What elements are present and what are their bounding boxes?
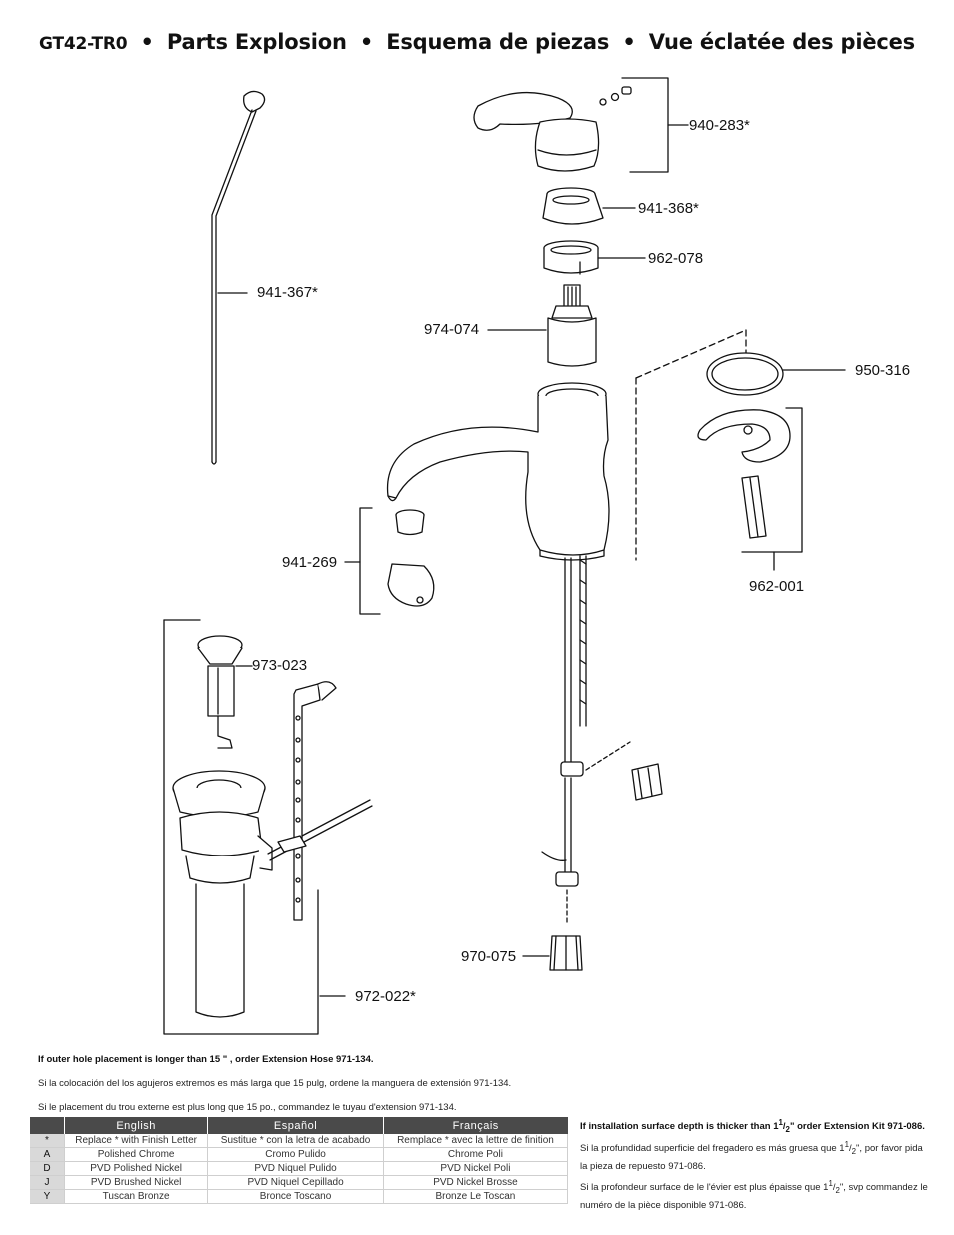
aerator-drawing [387,509,435,607]
finish-english: PVD Polished Nickel [64,1161,209,1176]
faucet-body-drawing [386,382,610,561]
finish-french: Bronze Le Toscan [383,1189,569,1204]
part-number-962-001: 962-001 [749,578,805,595]
table-row: Y Tuscan Bronze Bronce Toscano Bronze Le… [30,1189,569,1204]
finish-english: PVD Brushed Nickel [64,1175,209,1190]
finish-header-english: English [64,1117,209,1134]
fraction-denominator: 2 [785,1125,790,1135]
cartridge-drawing [547,284,597,367]
fraction-numerator: 1 [828,1179,833,1188]
fraction-numerator: 1 [844,1140,849,1149]
finish-french: PVD Nickel Brosse [383,1175,569,1190]
lift-rod-drawing [211,90,266,465]
title-separator: • [140,30,154,54]
parts-explosion-diagram [163,77,846,1035]
finish-code: A [30,1147,65,1162]
drain-body-drawing [172,770,273,1018]
finish-spanish: Sustitue * con la letra de acabado [207,1134,384,1148]
fraction-denominator: 2 [851,1147,857,1157]
finish-code-header [30,1117,65,1134]
finish-header-spanish: Español [207,1117,384,1134]
finish-spanish: PVD Niquel Cepillado [207,1175,384,1190]
finish-table: English Español Français * Replace * wit… [30,1117,569,1204]
title-english: Parts Explosion [166,30,347,54]
hose-note-french: Si le placement du trou externe est plus… [38,1102,457,1113]
title-spanish: Esquema de piezas [386,30,610,54]
supply-lines-drawing [541,555,663,971]
part-number-962-078: 962-078 [648,250,704,267]
fraction-denominator: 2 [835,1186,840,1196]
finish-spanish: PVD Niquel Pulido [207,1161,384,1176]
o-ring-drawing [706,352,784,396]
fraction-numerator: 1 [778,1118,783,1127]
depth-note-spanish-suffix: ", por favor pida la pieza de repuesto 9… [580,1143,923,1173]
finish-english: Polished Chrome [64,1147,209,1162]
finish-code: * [30,1134,65,1148]
finish-code: D [30,1161,65,1176]
depth-note-french-prefix: Si la profondeur surface de le l'évier e… [580,1182,829,1194]
finish-french: Remplace * avec la lettre de finition [383,1134,569,1148]
finish-code: Y [30,1189,65,1204]
part-number-973-023: 973-023 [252,657,308,674]
depth-note-spanish: Si la profundidad superficie del fregade… [580,1140,923,1173]
finish-english: Tuscan Bronze [64,1189,209,1204]
part-number-940-283: 940-283* [689,117,750,134]
table-row: D PVD Polished Nickel PVD Niquel Pulido … [30,1161,569,1176]
depth-note-french: Si la profondeur surface de le l'évier e… [580,1179,928,1212]
title-separator: • [359,30,374,54]
part-number-941-367: 941-367* [257,284,318,301]
hose-note-english: If outer hole placement is longer than 1… [38,1054,374,1065]
depth-note-french-suffix: ", svp commandez le numéro de la pièce d… [580,1182,928,1212]
table-row: J PVD Brushed Nickel PVD Niquel Cepillad… [30,1175,569,1190]
cap-drawing [542,187,604,225]
mounting-hardware-drawing [697,409,791,539]
finish-english: Replace * with Finish Letter [64,1134,209,1148]
finish-french: PVD Nickel Poli [383,1161,569,1176]
depth-note-english-prefix: If installation surface depth is thicker… [580,1121,779,1133]
finish-table-header: English Español Français [30,1117,568,1134]
part-number-941-368: 941-368* [638,200,699,217]
title-separator: • [622,30,636,54]
part-number-974-074: 974-074 [424,321,480,338]
depth-note-english: If installation surface depth is thicker… [580,1118,925,1135]
finish-header-french: Français [383,1117,568,1134]
part-number-941-269: 941-269 [282,554,338,571]
finish-french: Chrome Poli [383,1147,569,1162]
depth-note-english-suffix: " order Extension Kit 971-086. [789,1121,925,1133]
title-french: Vue éclatée des pièces [648,30,915,54]
table-row: * Replace * with Finish Letter Sustitue … [30,1134,569,1148]
page-title: GT42-TR0 • Parts Explosion • Esquema de … [0,30,954,54]
table-row: A Polished Chrome Cromo Pulido Chrome Po… [30,1147,569,1162]
depth-note-spanish-prefix: Si la profundidad superficie del fregade… [580,1143,845,1155]
part-number-970-075: 970-075 [461,948,517,965]
pivot-rod-drawing [267,681,373,921]
drain-stopper-drawing [197,635,243,749]
handle-drawing [473,86,632,172]
finish-code: J [30,1175,65,1190]
part-number-972-022: 972-022* [355,988,416,1005]
finish-spanish: Bronce Toscano [207,1189,384,1204]
finish-spanish: Cromo Pulido [207,1147,384,1162]
part-number-950-316: 950-316 [855,362,911,379]
model-number: GT42-TR0 [39,34,128,54]
hose-note-spanish: Si la colocación del los agujeros extrem… [38,1078,512,1089]
bonnet-nut-drawing [543,240,599,275]
